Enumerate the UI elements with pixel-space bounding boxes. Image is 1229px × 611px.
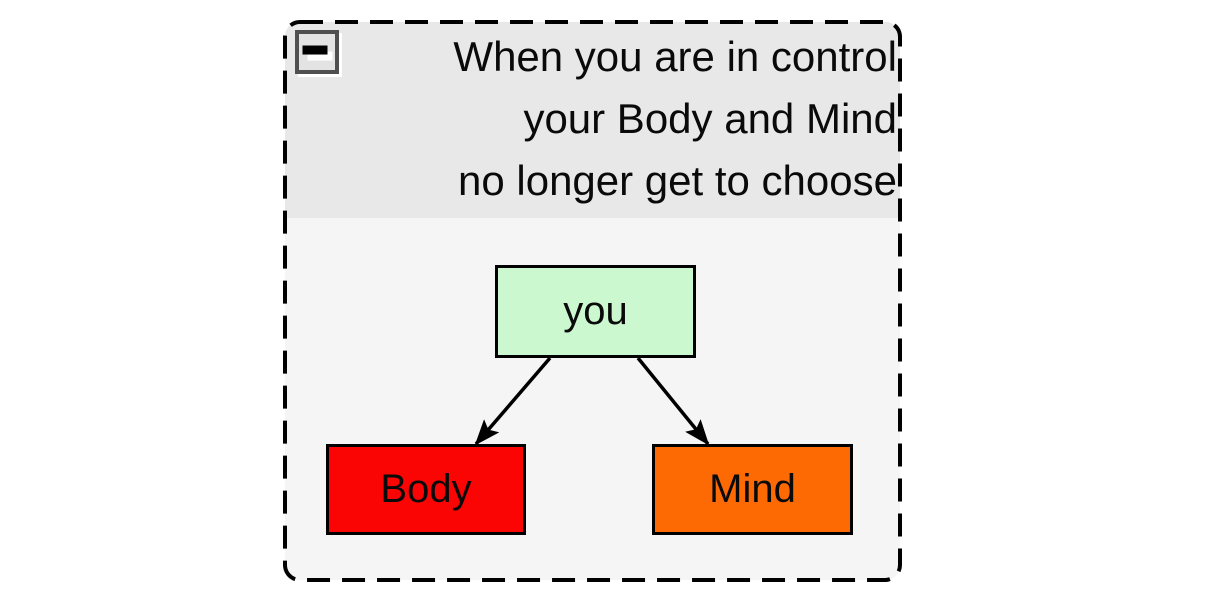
edge-you-mind bbox=[636, 356, 710, 446]
cluster-title-line-1: When you are in control bbox=[453, 33, 897, 80]
cluster-body: you Body Mind bbox=[285, 218, 900, 580]
edge-you-body bbox=[474, 356, 552, 446]
cluster-header: When you are in control your Body and Mi… bbox=[285, 22, 900, 218]
node-mind-label: Mind bbox=[709, 467, 796, 511]
node-you-label: you bbox=[563, 289, 628, 333]
cluster-container: When you are in control your Body and Mi… bbox=[283, 20, 902, 582]
cluster-title-line-3: no longer get to choose bbox=[458, 157, 897, 204]
node-mind[interactable]: Mind bbox=[652, 444, 853, 535]
cluster-title: When you are in control your Body and Mi… bbox=[349, 26, 897, 212]
cluster-title-line-2: your Body and Mind bbox=[523, 95, 897, 142]
minus-icon bbox=[302, 45, 328, 55]
collapse-button[interactable] bbox=[295, 30, 339, 74]
node-body-label: Body bbox=[380, 467, 472, 511]
node-body[interactable]: Body bbox=[326, 444, 526, 535]
node-you[interactable]: you bbox=[495, 265, 696, 358]
